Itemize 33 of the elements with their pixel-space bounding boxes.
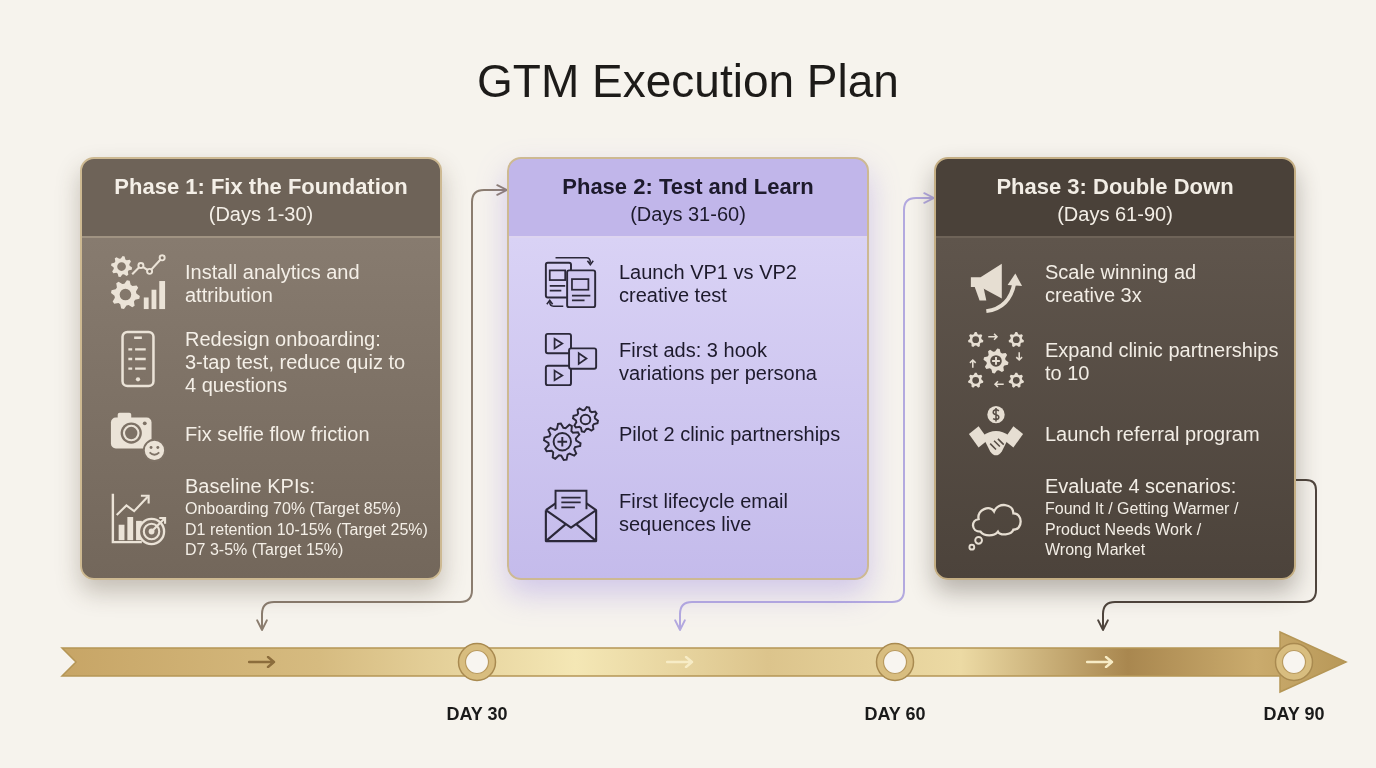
task-text: Pilot 2 clinic partnerships (619, 423, 841, 446)
task-text: Redesign onboarding: 3-tap test, reduce quiz to 4 questions (185, 328, 407, 397)
phase-title: Phase 1: Fix the Foundation (114, 173, 408, 201)
phase-days: (Days 31-60) (630, 201, 746, 227)
diagram-title: GTM Execution Plan (477, 54, 899, 108)
timeline-bar (60, 630, 1350, 694)
kpi-text: D7 3-5% (Target 15%) (185, 540, 344, 560)
scenario-list-text: Found It / Getting Warmer / Product Needs Work / Wrong Market (1045, 499, 1240, 560)
connector-arrow (256, 184, 508, 631)
phase-days: (Days 61-90) (1057, 201, 1173, 227)
task-text: First ads: 3 hook variations per persona (619, 339, 818, 385)
task-text: Fix selfie flow friction (185, 423, 370, 446)
phase-card (934, 157, 1296, 580)
phase-title: Phase 3: Double Down (996, 173, 1234, 201)
day-label: DAY 60 (864, 703, 926, 725)
phase-card (80, 157, 442, 580)
kpi-text: D1 retention 10-15% (Target 25%) (185, 519, 428, 540)
task-text: First lifecycle email sequences live (619, 490, 789, 536)
phase-card (507, 157, 869, 580)
phase-days: (Days 1-30) (208, 201, 314, 227)
task-text: Launch VP1 vs VP2 creative test (619, 261, 798, 307)
phase-title: Phase 2: Test and Learn (562, 173, 814, 201)
task-text: Scale winning ad creative 3x (1045, 261, 1198, 307)
task-text: Baseline KPIs: (185, 475, 316, 498)
task-text: Install analytics and attribution (185, 261, 361, 307)
connector-arrow (1097, 479, 1317, 631)
kpi-text: Onboarding 70% (Target 85%) (185, 499, 402, 519)
connector-arrow (674, 192, 935, 631)
task-text: Launch referral program (1045, 423, 1260, 446)
day-label: DAY 30 (446, 703, 508, 725)
day-label: DAY 90 (1263, 703, 1325, 725)
task-text: Expand clinic partnerships to 10 (1045, 339, 1280, 385)
task-text: Evaluate 4 scenarios: (1045, 475, 1237, 498)
